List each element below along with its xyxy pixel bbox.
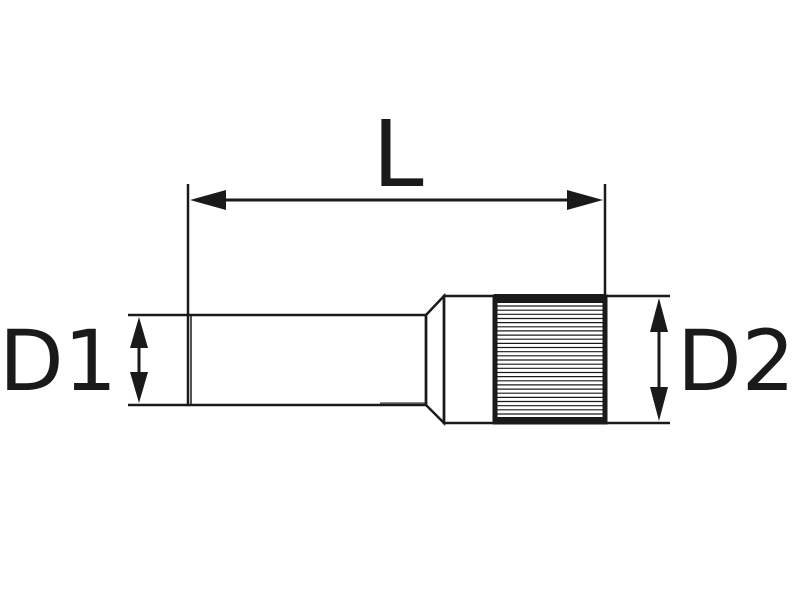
fitting-stem bbox=[186, 313, 428, 407]
knurl-top-band bbox=[494, 294, 606, 303]
knurl-bottom-band bbox=[494, 417, 606, 424]
length-label: L bbox=[372, 101, 423, 208]
d2-arrowhead-top bbox=[650, 298, 668, 332]
diameter-2-dimension: D2 bbox=[607, 294, 795, 425]
d2-label: D2 bbox=[677, 312, 795, 410]
fitting-collar bbox=[442, 294, 496, 425]
arrowhead-right bbox=[567, 190, 603, 210]
d2-arrowhead-bottom bbox=[650, 387, 668, 421]
d1-arrowhead-bottom bbox=[130, 372, 148, 403]
d1-arrowhead-top bbox=[130, 317, 148, 348]
fitting-cone bbox=[424, 292, 446, 427]
length-dimension: L bbox=[186, 101, 607, 316]
fitting-part bbox=[186, 292, 608, 427]
d1-label: D1 bbox=[0, 312, 117, 410]
diameter-1-dimension: D1 bbox=[0, 312, 188, 410]
arrowhead-left bbox=[190, 190, 226, 210]
knurl-ridges bbox=[496, 305, 604, 415]
